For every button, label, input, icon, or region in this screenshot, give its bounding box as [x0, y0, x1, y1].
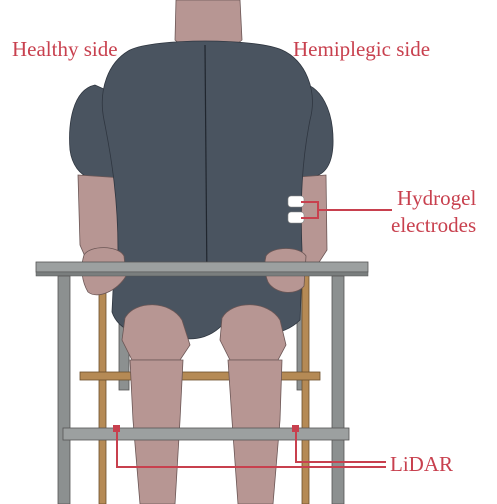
lidar-sensor-left — [113, 425, 120, 432]
frame-top-bar — [36, 262, 368, 276]
frame-lower-bar — [63, 428, 349, 440]
electrodes-label-line1: Hydrogel — [397, 186, 476, 211]
hemiplegic-side-label: Hemiplegic side — [293, 37, 430, 62]
lidar-label: LiDAR — [390, 452, 453, 477]
healthy-side-label: Healthy side — [12, 37, 118, 62]
electrodes-label-line2: electrodes — [391, 213, 476, 238]
lidar-sensor-right — [292, 425, 299, 432]
